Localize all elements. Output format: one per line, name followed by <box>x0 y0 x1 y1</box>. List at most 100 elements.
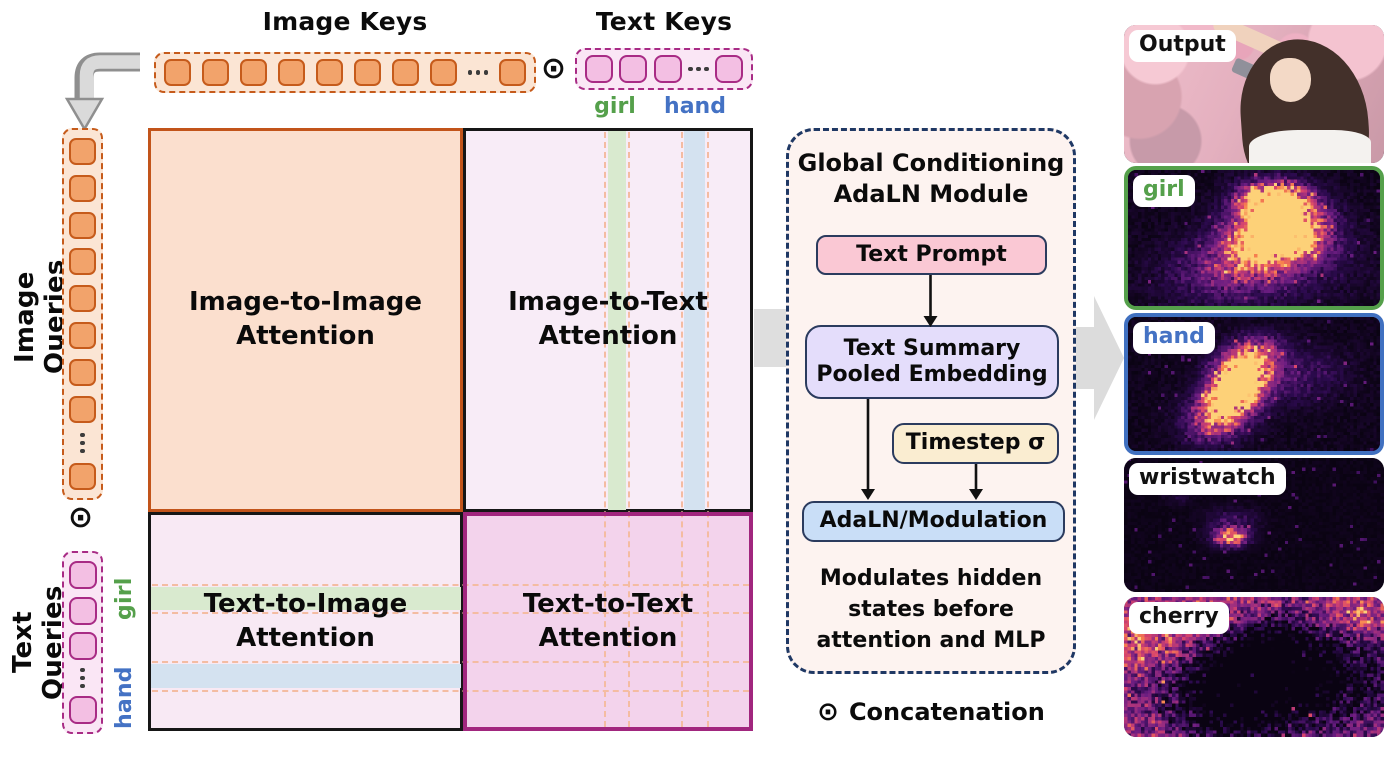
timestep-label: Timestep σ <box>905 430 1046 456</box>
token-square <box>619 55 648 83</box>
concatenation-legend: ⊙ Concatenation <box>790 697 1072 727</box>
hand-row-guide-top <box>152 661 749 663</box>
girl-heatmap-panel: girl <box>1124 166 1384 310</box>
text-to-image-label: Text-to-Image Attention <box>148 512 463 731</box>
text-summary-box: Text Summary Pooled Embedding <box>805 325 1059 399</box>
hand-panel-label: hand <box>1133 322 1215 354</box>
image-queries-title: Image Queries <box>10 259 70 375</box>
module-title-line: AdaLN Module <box>833 180 1029 209</box>
dot <box>475 70 480 75</box>
text-keys-title: Text Keys <box>595 7 733 36</box>
token-square <box>69 462 96 490</box>
hand-row-band <box>151 664 461 688</box>
attention-matrix: Image-to-Image Attention Image-to-Text A… <box>148 128 753 731</box>
quadrant-label-line: Attention <box>236 622 375 653</box>
image-to-image-quadrant <box>148 128 463 512</box>
dot <box>80 440 85 446</box>
text-prompt-label: Text Prompt <box>856 241 1007 267</box>
dot <box>80 667 85 673</box>
token-square <box>653 55 682 83</box>
token-square <box>69 248 96 276</box>
image-to-text-label: Image-to-Text Attention <box>463 128 753 512</box>
token-square <box>391 59 419 86</box>
concat-symbol-legend: ⊙ <box>817 697 839 727</box>
quadrant-label-line: Attention <box>538 321 678 351</box>
hand-column-guide-left <box>681 132 683 727</box>
module-title: Global Conditioning AdaLN Module <box>789 148 1073 210</box>
girl-row-guide-bottom <box>152 612 749 614</box>
ellipsis-dots <box>80 432 85 454</box>
quadrant-label-line: Attention <box>236 321 375 351</box>
adaln-modulation-box: AdaLN/Modulation <box>802 501 1065 542</box>
girl-column-label: girl <box>594 94 636 119</box>
girl-row-guide-top <box>152 584 749 586</box>
module-note-line: attention and MLP <box>816 627 1046 653</box>
girl-row-label: girl <box>112 577 137 621</box>
matrix-to-module-arrow <box>754 309 787 367</box>
dot <box>80 683 85 689</box>
token-square <box>68 696 97 724</box>
token-square <box>69 211 96 239</box>
module-title-line: Global Conditioning <box>797 149 1065 177</box>
token-square <box>69 138 96 165</box>
ellipsis-dots <box>80 667 85 689</box>
output-panel-label: Output <box>1129 30 1236 62</box>
quadrant-label-line: Attention <box>538 622 678 653</box>
dot <box>80 675 85 681</box>
token-square <box>68 596 97 625</box>
image-keys-strip <box>154 52 536 93</box>
concat-symbol-top: ⊙ <box>541 51 567 86</box>
ellipsis-dots <box>688 66 709 72</box>
dot <box>80 432 85 438</box>
text-queries-title: Text Queries <box>8 585 68 700</box>
quadrant-label-line: Image-to-Text <box>508 287 708 318</box>
transpose-curved-arrow-icon <box>64 52 140 132</box>
image-to-image-label: Image-to-Image Attention <box>148 128 463 512</box>
token-square <box>69 174 96 202</box>
token-square <box>429 59 457 86</box>
token-square <box>69 358 96 386</box>
token-square <box>353 59 381 86</box>
concat-symbol-left: ⊙ <box>68 500 94 535</box>
hand-column-guide-right <box>707 132 709 727</box>
timestep-box: Timestep σ <box>892 423 1059 464</box>
text-summary-label-line: Text Summary <box>843 335 1021 361</box>
text-keys-strip <box>575 48 753 90</box>
global-conditioning-module: Global Conditioning AdaLN Module Text Pr… <box>786 128 1076 674</box>
girl-panel-label: girl <box>1133 175 1195 207</box>
token-square <box>164 59 191 86</box>
text-to-image-quadrant <box>148 512 463 731</box>
dot <box>696 66 701 72</box>
token-square <box>315 59 343 86</box>
token-square <box>277 59 305 86</box>
token-square <box>69 285 96 313</box>
hand-column-band <box>684 131 705 510</box>
cherry-heatmap-panel: cherry <box>1124 597 1384 737</box>
dot <box>467 70 472 75</box>
wristwatch-heatmap-panel: wristwatch <box>1124 458 1384 592</box>
hand-row-label: hand <box>112 666 137 730</box>
hand-column-label: hand <box>664 94 726 119</box>
quadrant-label-line: Text-to-Image <box>203 588 408 619</box>
image-keys-title: Image Keys <box>262 7 428 36</box>
token-square <box>239 59 267 86</box>
girl-column-guide-left <box>604 132 606 727</box>
token-square <box>585 55 613 83</box>
module-note-line: states before <box>848 596 1014 622</box>
token-square <box>69 395 96 423</box>
concatenation-label: Concatenation <box>848 698 1045 726</box>
token-square <box>68 632 97 661</box>
quadrant-label-line: Image-to-Image <box>189 287 422 318</box>
token-square <box>68 561 97 589</box>
module-note: Modulates hidden states before attention… <box>789 564 1073 656</box>
text-queries-strip <box>62 551 103 734</box>
girl-column-guide-right <box>628 132 630 727</box>
adaln-label: AdaLN/Modulation <box>819 508 1048 534</box>
module-to-outputs-arrow <box>1074 296 1124 420</box>
girl-column-band <box>608 131 626 510</box>
quadrant-label-line: Text-to-Text <box>522 588 694 619</box>
dot <box>688 66 693 72</box>
cherry-panel-label: cherry <box>1129 602 1229 634</box>
text-to-text-label: Text-to-Text Attention <box>463 512 753 731</box>
image-queries-strip <box>62 128 103 500</box>
